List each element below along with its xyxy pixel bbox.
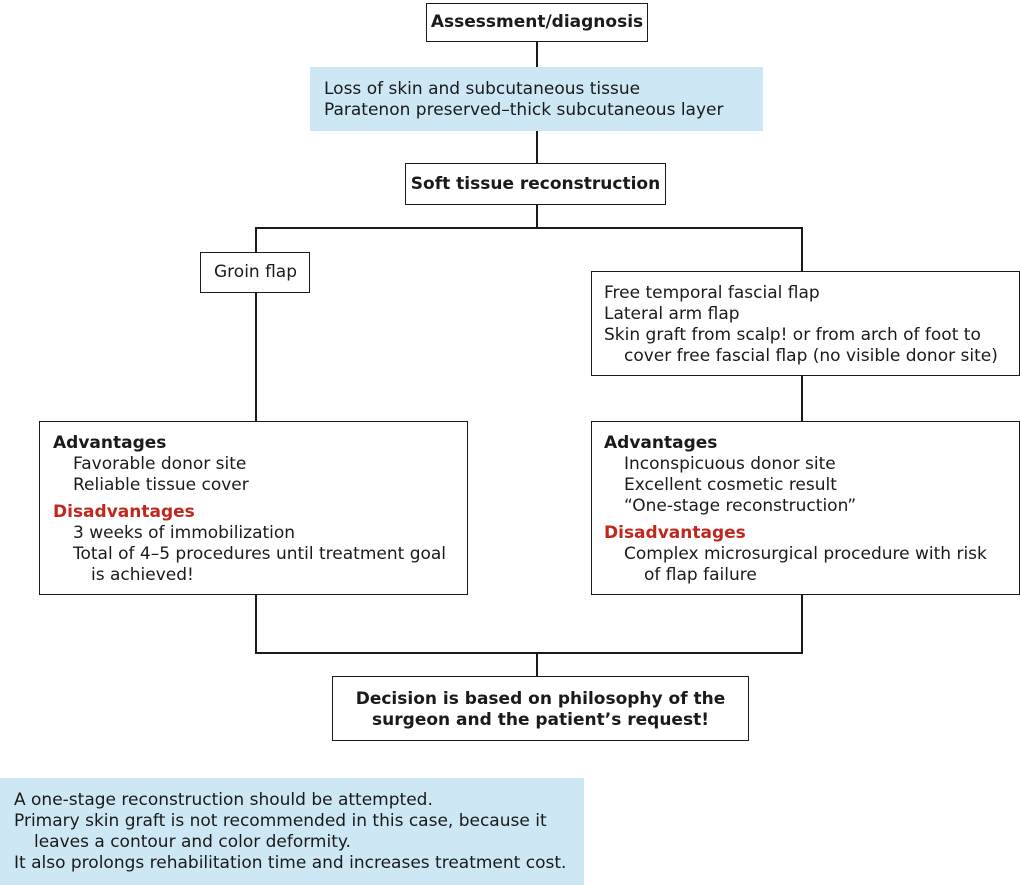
left-disadvantage-2b: is achieved! <box>91 565 194 585</box>
right-advantage-3: “One-stage reconstruction” <box>624 496 857 516</box>
groin-flap-label: Groin flap <box>214 262 298 282</box>
finding-line-1: Loss of skin and subcutaneous tissue <box>324 79 641 99</box>
left-disadvantage-2a: Total of 4–5 procedures until treatment … <box>73 544 447 564</box>
right-disadvantage-1b: of flap failure <box>644 565 757 585</box>
groin-flap-evaluation-box: Advantages Favorable donor site Reliable… <box>39 421 468 595</box>
left-disadvantage-1: 3 weeks of immobilization <box>73 523 296 543</box>
left-advantage-2: Reliable tissue cover <box>73 475 249 495</box>
left-advantage-1: Favorable donor site <box>73 454 247 474</box>
reconstruction-label: Soft tissue reconstruction <box>410 174 661 194</box>
assessment-box: Assessment/diagnosis <box>426 3 648 42</box>
note-line-3: It also prolongs rehabilitation time and… <box>14 853 567 873</box>
right-disadvantages-heading: Disadvantages <box>604 523 746 543</box>
left-disadvantages-heading: Disadvantages <box>53 502 195 522</box>
finding-box: Loss of skin and subcutaneous tissue Par… <box>310 67 763 131</box>
connector-left-eval-down <box>255 594 257 654</box>
free-flap-evaluation-box: Advantages Inconspicuous donor site Exce… <box>591 421 1020 595</box>
connector-right-eval-down <box>801 594 803 654</box>
finding-line-2: Paratenon preserved–thick subcutaneous l… <box>324 100 724 120</box>
assessment-label: Assessment/diagnosis <box>430 12 644 32</box>
free-flap-line-2: Lateral arm flap <box>604 304 740 324</box>
groin-flap-box: Groin flap <box>200 252 310 293</box>
right-advantage-2: Excellent cosmetic result <box>624 475 837 495</box>
left-advantages-heading: Advantages <box>53 433 167 453</box>
connector-assessment-finding <box>536 41 538 68</box>
right-disadvantage-1a: Complex microsurgical procedure with ris… <box>624 544 987 564</box>
free-flap-options-box: Free temporal fascial flap Lateral arm f… <box>591 271 1020 376</box>
connector-split-left <box>255 227 257 252</box>
connector-split-right <box>801 227 803 271</box>
connector-finding-reconstruction <box>536 131 538 163</box>
connector-free-to-eval <box>801 375 803 422</box>
right-advantages-heading: Advantages <box>604 433 718 453</box>
note-line-1: A one-stage reconstruction should be att… <box>14 790 433 810</box>
connector-merge-horizontal <box>255 652 803 654</box>
connector-reconstruction-split <box>536 204 538 228</box>
decision-line-2: surgeon and the patient’s request! <box>372 710 709 730</box>
decision-line-1: Decision is based on philosophy of the <box>355 689 726 709</box>
reconstruction-box: Soft tissue reconstruction <box>405 163 666 205</box>
note-line-2a: Primary skin graft is not recommended in… <box>14 811 547 831</box>
recommendation-note: A one-stage reconstruction should be att… <box>0 778 584 885</box>
connector-split-horizontal <box>255 227 803 229</box>
note-line-2b: leaves a contour and color deformity. <box>34 832 351 852</box>
decision-box: Decision is based on philosophy of the s… <box>332 676 749 741</box>
free-flap-line-3: Skin graft from scalp! or from arch of f… <box>604 325 981 345</box>
right-advantage-1: Inconspicuous donor site <box>624 454 836 474</box>
connector-merge-to-decision <box>536 652 538 677</box>
free-flap-line-1: Free temporal fascial flap <box>604 283 820 303</box>
free-flap-line-4: cover free fascial flap (no visible dono… <box>624 346 998 366</box>
connector-groin-to-eval <box>255 292 257 421</box>
